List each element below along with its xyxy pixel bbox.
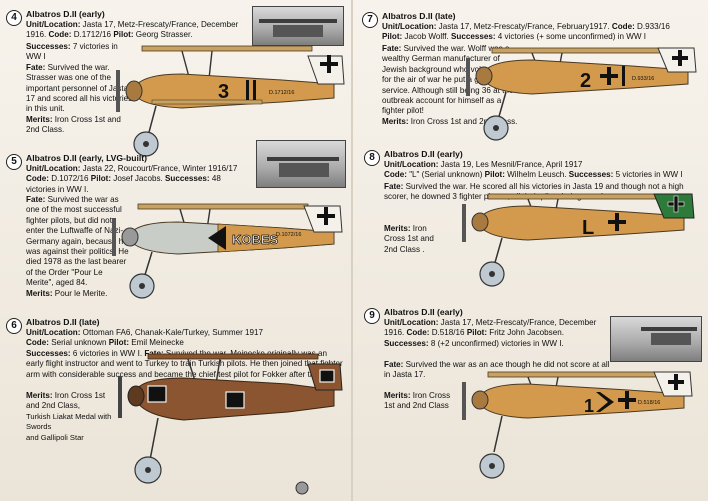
ottoman-square-insignia bbox=[147, 385, 167, 403]
profile-merits: Merits: Iron Cross 1st and 2nd Class . bbox=[384, 224, 434, 254]
profile-merits: Merits: Iron Cross 1st and 2nd Class bbox=[384, 391, 451, 411]
profile-number-badge: 7 bbox=[362, 12, 378, 28]
profile-title: Albatros D.II (early, LVG-built) bbox=[26, 153, 147, 163]
aircraft-serial: D.518/16 bbox=[638, 400, 660, 406]
profile-bio: Fate: Survived the war. Wolff was a weal… bbox=[382, 44, 518, 126]
iron-cross-insignia bbox=[618, 391, 636, 409]
aircraft-profile-9: 1 D.518/16 bbox=[462, 371, 693, 479]
aircraft-marking: 1 bbox=[584, 396, 594, 416]
profile-unit-line: Unit/Location: Jasta 17, Metz-Frescaty/F… bbox=[384, 318, 597, 348]
profile-title: Albatros D.II (late) bbox=[26, 317, 100, 327]
profile-unit-line: Unit/Location: Ottoman FA6, Chanak-Kale/… bbox=[26, 328, 343, 379]
aircraft-profile-7: 2 D.933/16 bbox=[466, 47, 697, 141]
profile-unit-line: Unit/Location: Jasta 19, Les Mesnil/Fran… bbox=[384, 160, 683, 180]
period-photo bbox=[256, 140, 346, 188]
profile-unit-line: Unit/Location: Jasta 17, Metz-Frescaty/F… bbox=[382, 22, 670, 42]
profile-bio: Fate: Survived the war as an ace though … bbox=[384, 360, 610, 380]
chevron-marking-icon bbox=[596, 392, 614, 412]
aircraft-marking: 3 bbox=[218, 81, 229, 103]
iron-cross-insignia bbox=[600, 67, 618, 85]
profile-title: Albatros D.II (early) bbox=[384, 307, 463, 317]
aircraft-marking: 2 bbox=[580, 70, 591, 92]
period-photo bbox=[610, 316, 702, 362]
ottoman-square-insignia bbox=[319, 369, 335, 383]
profile-number-badge: 9 bbox=[364, 308, 380, 324]
profile-bio: Fate: Survived the war as one of the mos… bbox=[26, 195, 129, 298]
profile-number-badge: 6 bbox=[6, 318, 22, 334]
iron-cross-insignia bbox=[608, 213, 626, 231]
profile-merits: Merits: Iron Cross 1st and 2nd Class, Tu… bbox=[26, 391, 112, 442]
profile-number-badge: 4 bbox=[6, 10, 22, 26]
center-divider bbox=[351, 0, 353, 501]
aircraft-marking: KOBES bbox=[232, 232, 279, 247]
iron-cross-insignia bbox=[672, 50, 688, 66]
profile-unit-line: Unit/Location: Jasta 22, Roucourt/France… bbox=[26, 164, 238, 194]
profile-number-badge: 5 bbox=[6, 154, 22, 170]
aircraft-profile-6 bbox=[118, 353, 343, 495]
profile-title: Albatros D.II (early) bbox=[384, 149, 463, 159]
ottoman-square-insignia bbox=[225, 391, 245, 409]
profile-title: Albatros D.II (early) bbox=[26, 9, 105, 19]
iron-cross-insignia bbox=[320, 55, 338, 73]
profile-unit-line: Unit/Location: Jasta 17, Metz-Frescaty/F… bbox=[26, 20, 239, 40]
period-photo bbox=[252, 6, 344, 46]
aircraft-profile-8: L bbox=[462, 193, 695, 287]
aircraft-serial: D.1072/16 bbox=[276, 232, 301, 238]
aircraft-profile-4: 3 D.1712/16 bbox=[116, 45, 345, 157]
iron-cross-insignia bbox=[668, 374, 684, 390]
aircraft-marking: L bbox=[582, 217, 594, 239]
profile-title: Albatros D.II (late) bbox=[382, 11, 456, 21]
iron-cross-insignia bbox=[667, 195, 685, 213]
profile-bio: Successes: 7 victories in WW I Fate: Sur… bbox=[26, 42, 133, 135]
aircraft-serial: D.1712/16 bbox=[269, 90, 294, 96]
iron-cross-insignia bbox=[317, 207, 335, 225]
aircraft-serial: D.933/16 bbox=[632, 76, 654, 82]
aircraft-profile-5: KOBES D.1072/16 bbox=[112, 203, 343, 299]
profile-number-badge: 8 bbox=[364, 150, 380, 166]
